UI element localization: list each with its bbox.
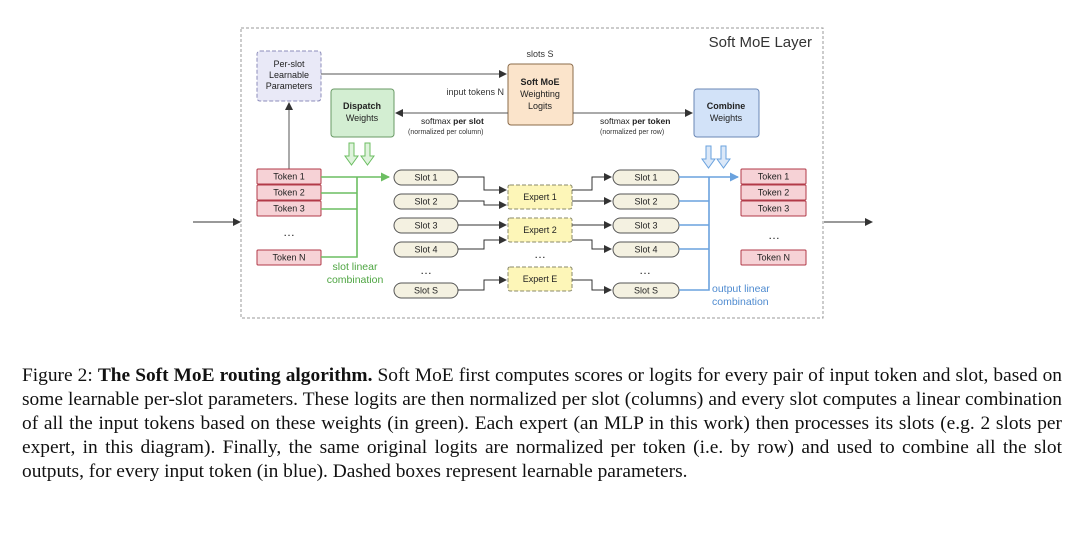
input-token-2: Token 2 <box>256 184 322 201</box>
slot-linear-label-line2: combination <box>327 274 384 286</box>
output-linear-label-line2: combination <box>712 296 769 308</box>
input-slot-2: Slot 2 <box>393 193 459 210</box>
output-slots-ellipsis: … <box>639 263 651 277</box>
caption-lead: Figure 2: <box>22 365 98 386</box>
input-slots-column: Slot 1 Slot 2 Slot 3 Slot 4 Slot S <box>393 169 459 299</box>
input-token-1-label: Token 1 <box>273 172 305 182</box>
caption-body: Soft MoE first computes scores or logits… <box>22 365 1062 482</box>
output-slot-1: Slot 1 <box>612 169 680 186</box>
svg-text:Learnable: Learnable <box>269 70 309 80</box>
figure-caption: Figure 2: The Soft MoE routing algorithm… <box>22 364 1062 484</box>
output-token-2: Token 2 <box>740 184 807 201</box>
experts-ellipsis: … <box>534 247 546 261</box>
input-slot-3: Slot 3 <box>393 217 459 234</box>
output-slot-5-label: Slot S <box>634 286 658 296</box>
output-token-1: Token 1 <box>740 168 807 185</box>
layer-title: Soft MoE Layer <box>709 34 812 51</box>
output-slot-5: Slot S <box>612 282 680 299</box>
dispatch-down-arrows <box>344 142 375 166</box>
input-slot-5-label: Slot S <box>414 286 438 296</box>
combine-down-arrows <box>701 145 731 169</box>
output-slots-column: Slot 1 Slot 2 Slot 3 Slot 4 Slot S <box>612 169 680 299</box>
softmax-per-slot-label: softmax per slot <box>421 116 484 126</box>
output-token-2-label: Token 2 <box>758 188 790 198</box>
output-slot-1-label: Slot 1 <box>634 173 657 183</box>
output-slot-2: Slot 2 <box>612 193 680 210</box>
input-tokens-label: input tokens N <box>446 87 504 97</box>
output-slot-2-label: Slot 2 <box>634 197 657 207</box>
expert-routing-arrows <box>458 173 612 294</box>
output-slot-4-label: Slot 4 <box>634 245 657 255</box>
svg-text:Soft MoE: Soft MoE <box>521 77 560 87</box>
softmax-per-slot-note: (normalized per column) <box>408 129 483 136</box>
caption-title: The Soft MoE routing algorithm. <box>97 365 373 386</box>
expert-2: Expert 2 <box>507 217 573 243</box>
input-token-3-label: Token 3 <box>273 204 305 214</box>
svg-text:Dispatch: Dispatch <box>343 101 381 111</box>
input-slot-1: Slot 1 <box>393 169 459 186</box>
slot-linear-label-line1: slot linear <box>333 261 378 273</box>
expert-1-label: Expert 1 <box>523 192 557 202</box>
output-slot-3: Slot 3 <box>612 217 680 234</box>
svg-text:Weights: Weights <box>710 113 743 123</box>
output-tokens-column: Token 1 Token 2 Token 3 Token N <box>740 168 807 266</box>
input-tokens-ellipsis: … <box>283 225 295 239</box>
dispatch-weights-box: Dispatch Weights <box>330 88 395 138</box>
svg-text:Parameters: Parameters <box>266 81 313 91</box>
output-slot-3-label: Slot 3 <box>634 221 657 231</box>
softmax-per-token-note: (normalized per row) <box>600 129 664 136</box>
input-tokens-column: Token 1 Token 2 Token 3 Token N <box>256 168 322 266</box>
svg-text:Combine: Combine <box>707 101 746 111</box>
input-token-1: Token 1 <box>256 168 322 185</box>
input-slot-4: Slot 4 <box>393 241 459 258</box>
output-slot-4: Slot 4 <box>612 241 680 258</box>
input-slot-4-label: Slot 4 <box>414 245 437 255</box>
output-token-3: Token 3 <box>740 200 807 217</box>
svg-text:Weights: Weights <box>346 113 379 123</box>
input-slot-5: Slot S <box>393 282 459 299</box>
svg-text:Logits: Logits <box>528 101 553 111</box>
softmax-per-token-label: softmax per token <box>600 116 670 126</box>
expert-2-label: Expert 2 <box>523 225 557 235</box>
output-linear-combination-lines <box>679 172 739 291</box>
input-token-3: Token 3 <box>256 200 322 217</box>
input-token-4: Token N <box>256 249 322 266</box>
output-token-1-label: Token 1 <box>758 172 790 182</box>
input-slot-3-label: Slot 3 <box>414 221 437 231</box>
per-slot-params-box: Per-slot Learnable Parameters <box>256 50 322 102</box>
combine-weights-box: Combine Weights <box>693 88 760 138</box>
expert-3-label: Expert E <box>523 274 558 284</box>
svg-text:Per-slot: Per-slot <box>273 59 305 69</box>
slot-linear-combination-lines <box>321 172 390 258</box>
input-token-2-label: Token 2 <box>273 188 305 198</box>
slots-label: slots S <box>526 49 553 59</box>
experts-column: Expert 1 Expert 2 Expert E <box>507 184 573 292</box>
expert-1: Expert 1 <box>507 184 573 210</box>
logits-box: Soft MoE Weighting Logits <box>507 63 574 126</box>
output-token-4-label: Token N <box>757 253 790 263</box>
output-token-3-label: Token 3 <box>758 204 790 214</box>
output-linear-label-line1: output linear <box>712 283 770 295</box>
input-token-4-label: Token N <box>272 253 305 263</box>
svg-text:Weighting: Weighting <box>520 89 560 99</box>
output-token-4: Token N <box>740 249 807 266</box>
output-tokens-ellipsis: … <box>768 228 780 242</box>
input-slot-2-label: Slot 2 <box>414 197 437 207</box>
expert-3: Expert E <box>507 266 573 292</box>
input-slots-ellipsis: … <box>420 263 432 277</box>
soft-moe-layer-frame <box>240 27 824 319</box>
input-slot-1-label: Slot 1 <box>414 173 437 183</box>
